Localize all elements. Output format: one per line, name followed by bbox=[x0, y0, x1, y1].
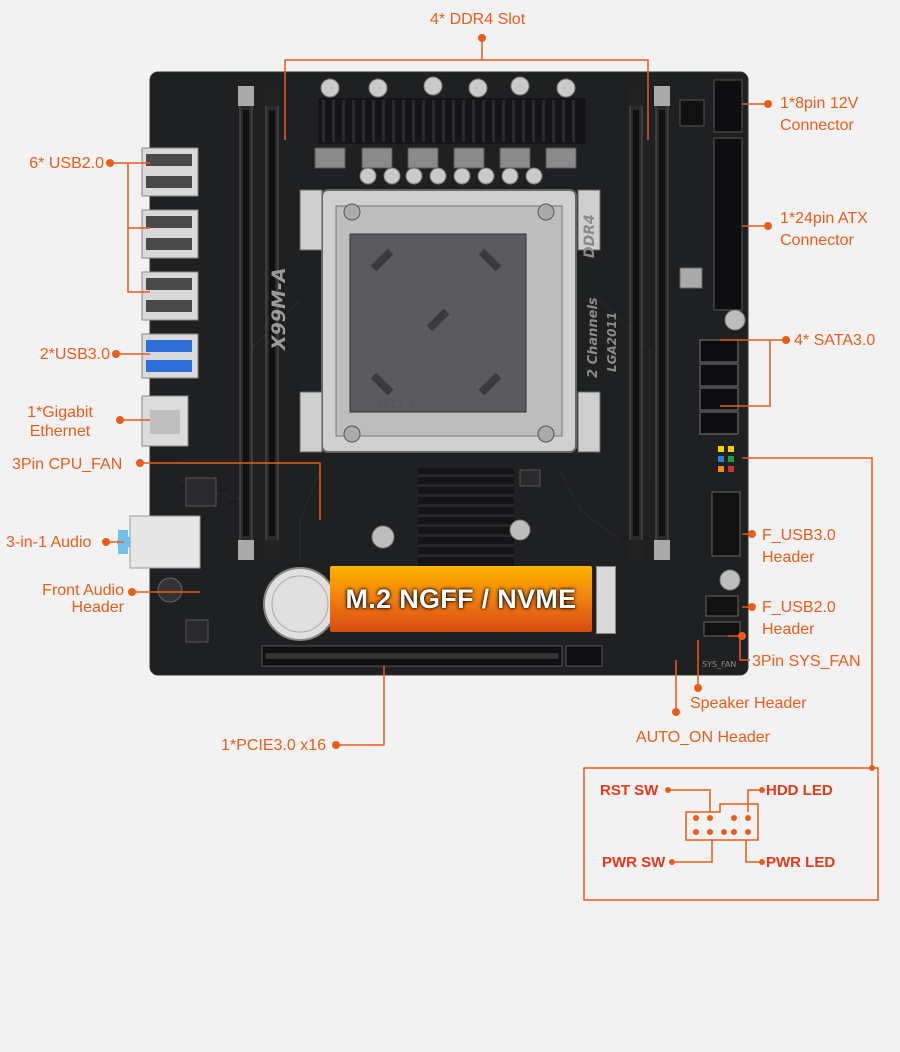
label-usb2: 6* USB2.0 bbox=[29, 155, 104, 172]
label-f-usb3-line1: F_USB3.0 bbox=[762, 527, 836, 544]
label-usb3: 2*USB3.0 bbox=[39, 346, 110, 363]
label-f-usb3-line2: Header bbox=[762, 549, 815, 566]
label-cpu-fan: 3Pin CPU_FAN bbox=[12, 456, 123, 473]
dimm-slots-right bbox=[628, 86, 670, 560]
atx-24pin bbox=[713, 137, 743, 311]
label-ddr4-slot: 4* DDR4 Slot bbox=[430, 11, 526, 28]
audio-jack bbox=[129, 515, 201, 569]
sata-ports bbox=[699, 339, 739, 435]
label-8pin-line1: 1*8pin 12V bbox=[780, 95, 859, 112]
dimm-slots-left bbox=[238, 86, 280, 560]
cpu-8pin bbox=[713, 79, 743, 133]
board-fp-silk: SYS_FAN bbox=[702, 660, 737, 669]
fp-label-pwr-led: PWR LED bbox=[766, 854, 836, 871]
label-audio: 3-in-1 Audio bbox=[6, 534, 92, 551]
label-f-usb2-line1: F_USB2.0 bbox=[762, 599, 836, 616]
label-f-usb2-line2: Header bbox=[762, 621, 815, 638]
m2-banner-text: M.2 NGFF / NVME bbox=[345, 583, 577, 614]
m2-slot bbox=[596, 566, 616, 634]
label-auto-on: AUTO_ON Header bbox=[636, 729, 770, 746]
f-usb2-header bbox=[705, 595, 739, 617]
m2-banner: M.2 NGFF / NVME bbox=[330, 566, 592, 632]
label-8pin-line2: Connector bbox=[780, 117, 854, 134]
label-speaker: Speaker Header bbox=[690, 695, 807, 712]
label-eth-line1: 1*Gigabit bbox=[27, 404, 93, 421]
sys-fan-header bbox=[703, 621, 741, 637]
label-atx-line1: 1*24pin ATX bbox=[780, 210, 868, 227]
label-sata: 4* SATA3.0 bbox=[794, 332, 876, 349]
label-pcie: 1*PCIE3.0 x16 bbox=[221, 737, 326, 754]
front-panel-box bbox=[583, 767, 879, 901]
board-socket-mark: 2011-3 bbox=[376, 398, 415, 411]
cpu-socket bbox=[299, 189, 601, 453]
label-front-audio-line2: Header bbox=[71, 599, 124, 616]
usb3-ports bbox=[141, 333, 199, 379]
label-atx-line2: Connector bbox=[780, 232, 854, 249]
fp-label-rst-sw: RST SW bbox=[600, 782, 659, 799]
label-eth-line2: Ethernet bbox=[29, 423, 91, 440]
label-sys-fan: 3Pin SYS_FAN bbox=[752, 653, 861, 670]
label-front-audio-line1: Front Audio bbox=[42, 582, 124, 599]
front-panel-pins bbox=[718, 446, 734, 472]
f-usb3-header bbox=[711, 491, 741, 557]
fp-label-pwr-sw: PWR SW bbox=[602, 854, 666, 871]
fp-label-hdd-led: HDD LED bbox=[766, 782, 833, 799]
usb2-ports bbox=[141, 147, 199, 321]
